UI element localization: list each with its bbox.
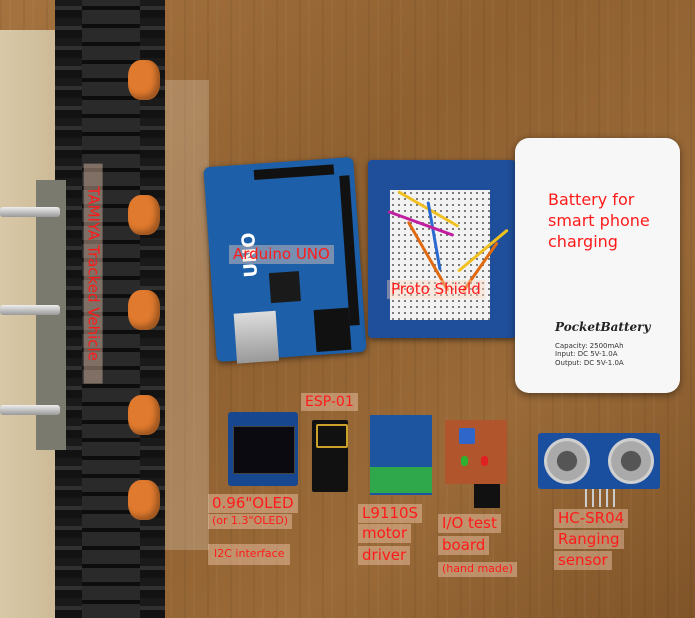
label-hcsr-1: HC-SR04	[554, 509, 629, 529]
oled-screen	[233, 426, 295, 474]
potentiometer	[459, 428, 475, 444]
label-hcsr-3: sensor	[554, 551, 612, 571]
axle-rod	[0, 405, 60, 415]
screw-terminals	[370, 467, 432, 493]
label-oled-1: 0.96"OLED	[208, 494, 298, 514]
ultrasonic-transducer	[544, 438, 590, 484]
label-l9110-1: L9110S	[358, 504, 423, 524]
label-battery-3: charging	[548, 232, 618, 251]
proto-shield-board	[368, 160, 516, 338]
axle-rod	[0, 207, 60, 217]
pin-header	[339, 175, 360, 326]
label-io-2: board	[438, 536, 490, 556]
track-wheel	[128, 480, 160, 520]
acrylic-panel	[160, 80, 209, 550]
usb-port	[233, 310, 280, 364]
oled-display-module	[228, 412, 298, 486]
red-led	[481, 456, 488, 466]
label-proto-shield: Proto Shield	[387, 280, 485, 300]
pin-header	[253, 164, 335, 180]
ultrasonic-transducer	[608, 438, 654, 484]
axle-rod	[0, 305, 60, 315]
label-battery-1: Battery for	[548, 190, 635, 209]
track-wheel	[128, 290, 160, 330]
label-esp: ESP-01	[301, 393, 358, 412]
track-wheel	[128, 395, 160, 435]
battery-brand: PocketBattery	[555, 320, 651, 334]
label-oled-2: (or 1.3"OLED)	[208, 514, 293, 529]
track-wheel	[128, 195, 160, 235]
l9110s-driver-board	[370, 415, 432, 495]
io-test-board	[445, 420, 507, 484]
label-io-1: I/O test	[438, 514, 501, 534]
battery-spec: Capacity: 2500mAh Input: DC 5V-1.0A Outp…	[555, 342, 624, 367]
label-tamiya: TAMIYA Tracked Vehicle	[83, 163, 103, 384]
label-io-3: (hand made)	[438, 562, 517, 577]
esp01-module	[312, 420, 348, 492]
label-oled-3: I2C interface	[208, 544, 291, 565]
pcb-antenna	[316, 424, 348, 448]
green-led	[461, 456, 468, 466]
pocket-battery: PocketBattery Capacity: 2500mAh Input: D…	[515, 138, 680, 393]
label-l9110-3: driver	[358, 546, 411, 566]
label-arduino: Arduino UNO	[229, 245, 334, 265]
hc-sr04-sensor	[538, 433, 660, 489]
microcontroller-chip	[268, 271, 301, 304]
io-connector	[474, 484, 500, 508]
label-hcsr-2: Ranging	[554, 530, 624, 550]
track-wheel	[128, 60, 160, 100]
label-battery-2: smart phone	[548, 211, 650, 230]
power-jack	[313, 307, 352, 353]
sensor-pins	[585, 489, 615, 507]
label-l9110-2: motor	[358, 524, 412, 544]
